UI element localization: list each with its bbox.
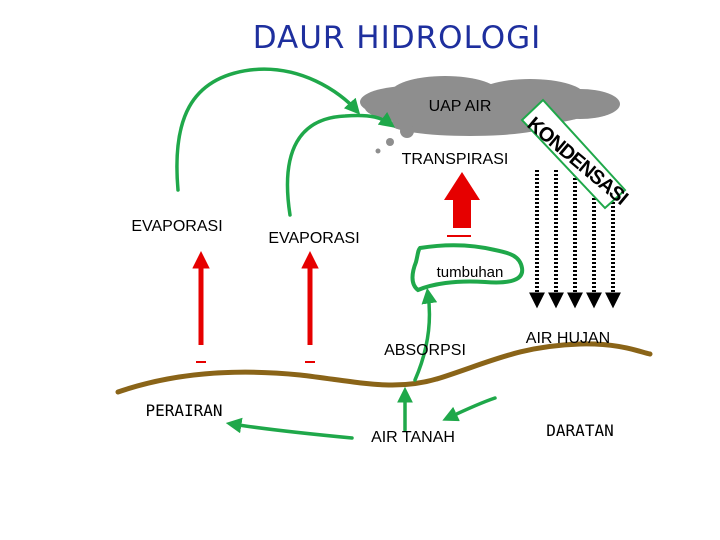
evaporation-mid-label: EVAPORASI: [268, 230, 359, 247]
transpiration-block-arrow: [444, 172, 480, 237]
diagram-title: DAUR HIDROLOGI: [253, 20, 542, 56]
arrow-mid-evaporation-to-cloud: [285, 112, 396, 217]
green-flow-arrows: [175, 67, 497, 440]
condensation-text: KONDENSASI: [523, 113, 632, 209]
cloud-icon: [360, 76, 620, 154]
water-vapor-label: UAP AIR: [429, 98, 492, 115]
arrow-left-evaporation-to-cloud: [175, 67, 361, 192]
absorption-label: ABSORPSI: [384, 342, 466, 359]
arrow-plant-absorption: [413, 287, 438, 382]
evaporation-left-label: EVAPORASI: [131, 218, 222, 235]
plant-shape: [410, 243, 525, 293]
water-body-label: PERAIRAN: [145, 401, 222, 420]
transpiration-label: TRANSPIRASI: [402, 151, 509, 168]
rain-label: AIR HUJAN: [526, 330, 610, 347]
plant-label: tumbuhan: [437, 264, 504, 281]
groundwater-label: AIR TANAH: [371, 429, 455, 446]
arrow-groundwater-to-water-body: [225, 417, 354, 440]
land-label: DARATAN: [546, 421, 613, 440]
arrow-ground-to-groundwater: [442, 396, 497, 422]
red-evaporation-arrows: [192, 251, 319, 363]
rain-arrows: [529, 170, 621, 309]
ground-surface: [115, 341, 653, 395]
